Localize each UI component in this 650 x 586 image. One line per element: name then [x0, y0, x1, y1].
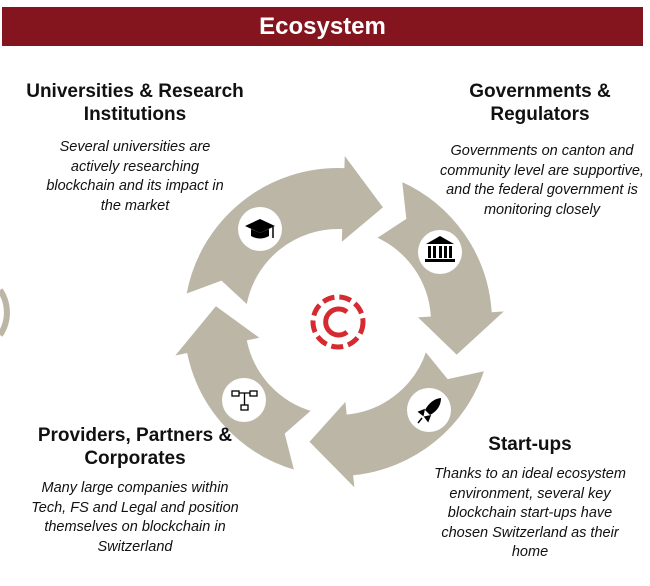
segment-universities: Universities & Research Institutions Sev… [10, 80, 260, 216]
segment-governments-description: Governments on canton and community leve… [432, 130, 650, 220]
page-title: Ecosystem [259, 13, 386, 40]
government-building-icon [418, 230, 462, 274]
segment-heading: Start-ups [488, 434, 572, 455]
segment-description: Governments on canton and community leve… [440, 143, 644, 218]
segment-description: Many large companies within Tech, FS and… [31, 480, 239, 555]
segment-heading: Governments & Regulators [469, 81, 611, 125]
segment-heading: Providers, Partners & Corporates [37, 425, 233, 469]
network-icon [222, 378, 266, 422]
segment-heading: Universities & Research Institutions [26, 81, 244, 125]
segment-description: Several universities are actively resear… [46, 139, 224, 214]
center-logo [310, 294, 366, 350]
segment-governments: Governments & Regulators [460, 80, 620, 126]
cycle-arrow-segment [184, 150, 386, 309]
segment-startups: Start-ups Thanks to an ideal ecosystem e… [420, 433, 640, 563]
cycle-arrow-segment [306, 348, 487, 493]
rocket-icon [407, 388, 451, 432]
graduation-cap-icon [238, 207, 282, 251]
partial-arc [0, 288, 10, 337]
segment-description: Thanks to an ideal ecosystem environment… [434, 466, 626, 560]
title-bar: Ecosystem [2, 7, 643, 46]
segment-providers: Providers, Partners & Corporates Many la… [30, 424, 240, 557]
